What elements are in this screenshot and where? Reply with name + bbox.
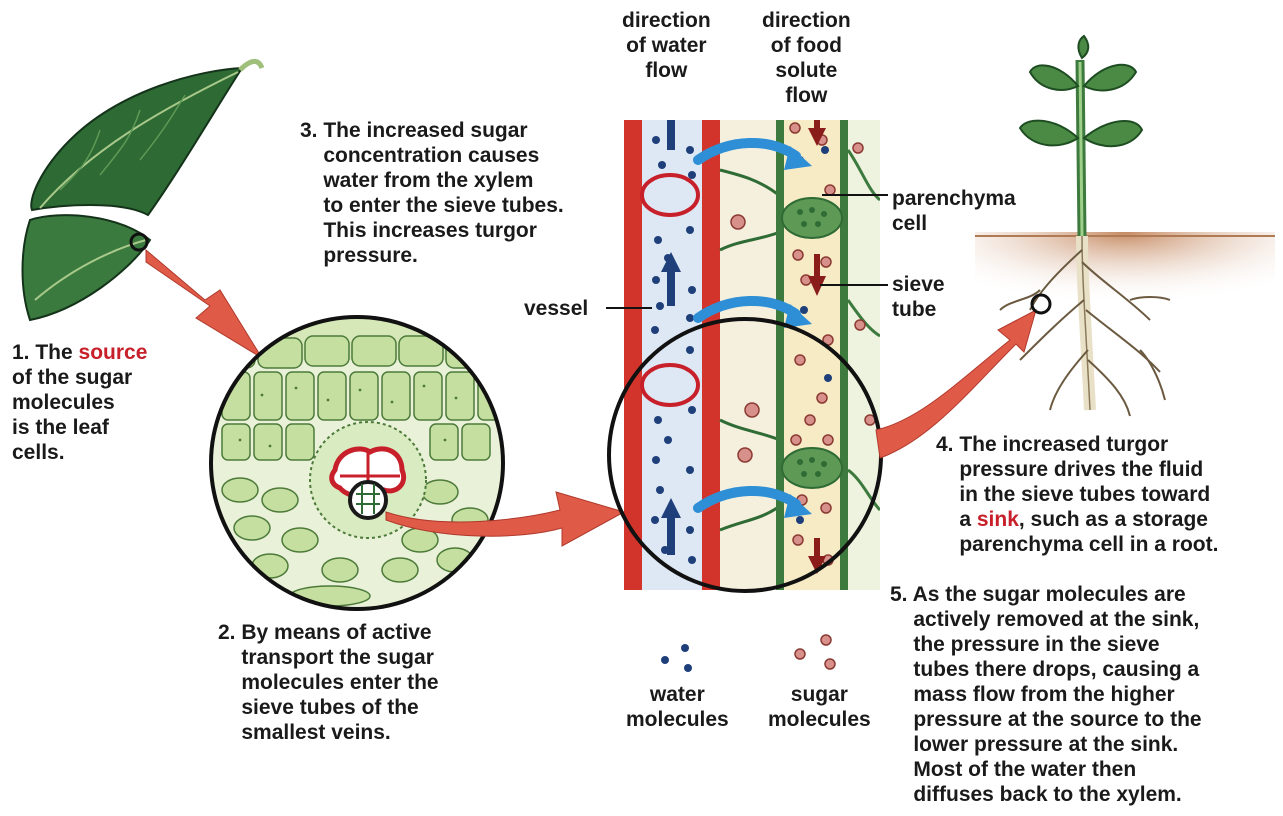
plant-illustration — [975, 36, 1275, 416]
vessel-and-sieve-tube — [624, 92, 880, 590]
leaf-cross-section — [200, 317, 520, 609]
vessel-label: vessel — [524, 296, 588, 321]
step-1-text: 1. The source of the sugar molecules is … — [12, 340, 147, 465]
vessel-pit — [642, 175, 698, 215]
leaf-illustration — [23, 61, 263, 320]
sugar-molecules-label: sugar molecules — [768, 682, 871, 732]
step-2-text: 2. By means of active transport the suga… — [218, 620, 439, 745]
parenchyma-cell-label: parenchyma cell — [892, 186, 1016, 236]
sink-highlight: sink — [977, 508, 1019, 531]
sieve-plate — [782, 448, 842, 488]
water-molecules-legend-icon — [661, 644, 692, 672]
direction-of-water-flow-label: direction of water flow — [622, 8, 711, 83]
sugar-molecules-legend-icon — [795, 635, 835, 669]
connector-arrow-leaf — [146, 250, 262, 358]
source-highlight: source — [79, 341, 148, 364]
vessel-pit — [642, 365, 698, 405]
direction-of-food-flow-label: direction of food solute flow — [762, 8, 851, 108]
step-4-text: 4. The increased turgor pressure drives … — [936, 432, 1218, 557]
sieve-tube-label: sieve tube — [892, 272, 945, 322]
step-3-text: 3. The increased sugar concentration cau… — [300, 118, 564, 268]
sieve-plate — [782, 198, 842, 238]
step-5-text: 5. As the sugar molecules are actively r… — [890, 582, 1202, 807]
water-molecules-label: water molecules — [626, 682, 729, 732]
